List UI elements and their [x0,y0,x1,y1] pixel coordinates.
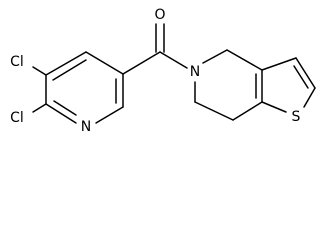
bond-c3a-c3 [261,57,297,71]
bond-ch2-ch2 [194,101,234,121]
bond-c2-s [303,87,316,108]
bond-s-c7a [261,101,287,113]
bond-c4-c5-inner [52,59,87,81]
tetrahydropyridine-ring [194,49,263,121]
bond-c4-c5 [45,51,87,76]
chemical-structure-canvas: O N N S Cl Cl [10,7,316,135]
atom-pyridine-nitrogen: N [81,119,91,135]
bond-c3-cl-top [32,66,47,76]
atom-sulfur: S [292,109,301,125]
bond-n-c2 [45,103,77,124]
bond-c2-cl-bottom [32,103,47,113]
bond-carbonyl-n [159,51,188,69]
atom-oxygen: O [154,7,165,23]
bond-c3-c2 [295,57,316,89]
bond-ch2-c3a [226,49,263,71]
bond-c7a-ch2 [232,101,263,121]
atom-chlorine-bottom: Cl [10,110,24,126]
thiophene-ring [261,57,316,113]
atom-amide-nitrogen: N [190,64,200,80]
bond-c3-c2-inner [293,65,309,89]
atom-chlorine-top: Cl [10,54,24,70]
molecule-drawing: O N N S Cl Cl [10,7,316,135]
bond-c1-n [95,106,124,124]
bond-c5-c6 [85,51,124,75]
pyridine-ring [45,51,124,124]
bond-n-c2-inner [53,100,77,116]
bond-ring-carbonyl [122,51,161,75]
bond-n-ch2-top [202,49,228,64]
